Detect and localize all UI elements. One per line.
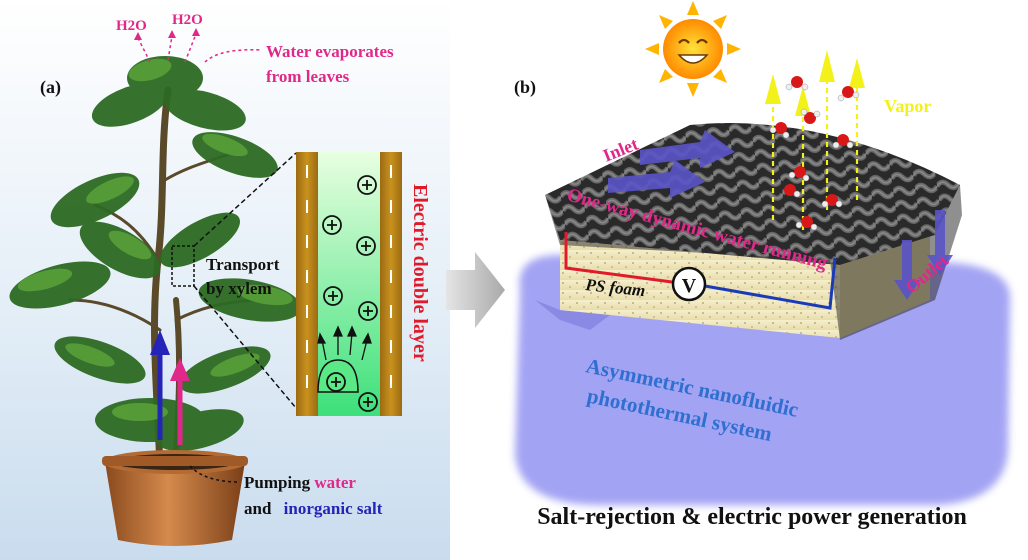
zoom-line-bottom xyxy=(193,285,297,409)
sun-icon xyxy=(645,1,741,97)
channel-wall-left xyxy=(296,152,318,416)
pumping-leader xyxy=(189,465,241,483)
pumping-arrows xyxy=(150,330,190,445)
flow-arrows xyxy=(317,325,372,361)
transport-text-line1: Transport xyxy=(206,255,280,274)
inorganic-salt: inorganic salt xyxy=(284,499,383,518)
cation-symbols xyxy=(322,175,378,412)
h2o-label-2: H2O xyxy=(172,12,203,28)
channel-wall-right xyxy=(380,152,402,416)
flower-pot xyxy=(102,450,248,546)
pumping-text: Pumping water xyxy=(244,473,356,492)
zoom-line-top xyxy=(193,152,297,247)
h2o-label-1: H2O xyxy=(116,18,147,34)
plant-leaves xyxy=(9,56,302,451)
xylem-channel xyxy=(296,152,402,416)
figure-caption: Salt-rejection & electric power generati… xyxy=(537,504,967,530)
evaporation-group: H2O H2O Water evaporates from leaves xyxy=(116,12,394,86)
pumping-prefix: Pumping xyxy=(244,473,314,492)
voltmeter-label: V xyxy=(682,275,697,297)
panel-a-label: (a) xyxy=(40,77,61,98)
pumping-water: water xyxy=(314,473,356,492)
water-arrow-head xyxy=(170,358,190,381)
outlet-arrows xyxy=(894,210,953,300)
panel-b-label: (b) xyxy=(514,77,536,98)
vapor-label: Vapor xyxy=(884,96,931,116)
salt-text: and inorganic salt xyxy=(244,499,383,518)
inlet-arrows xyxy=(608,130,735,198)
double-layer-label: Electric double layer xyxy=(409,184,431,362)
fabric-edge xyxy=(545,185,962,340)
voltmeter-icon xyxy=(671,266,707,302)
transition-arrow xyxy=(446,252,505,328)
water-molecules xyxy=(769,76,860,231)
evaporation-text-line1: Water evaporates xyxy=(266,42,394,61)
voltmeter-circuit: V xyxy=(564,232,837,310)
transport-text-line2: by xylem xyxy=(206,279,272,298)
evaporation-text-line2: from leaves xyxy=(266,67,350,86)
xylem-zoom-box xyxy=(171,245,195,287)
salt-arrow-head xyxy=(150,330,170,355)
and-prefix: and xyxy=(244,499,276,518)
